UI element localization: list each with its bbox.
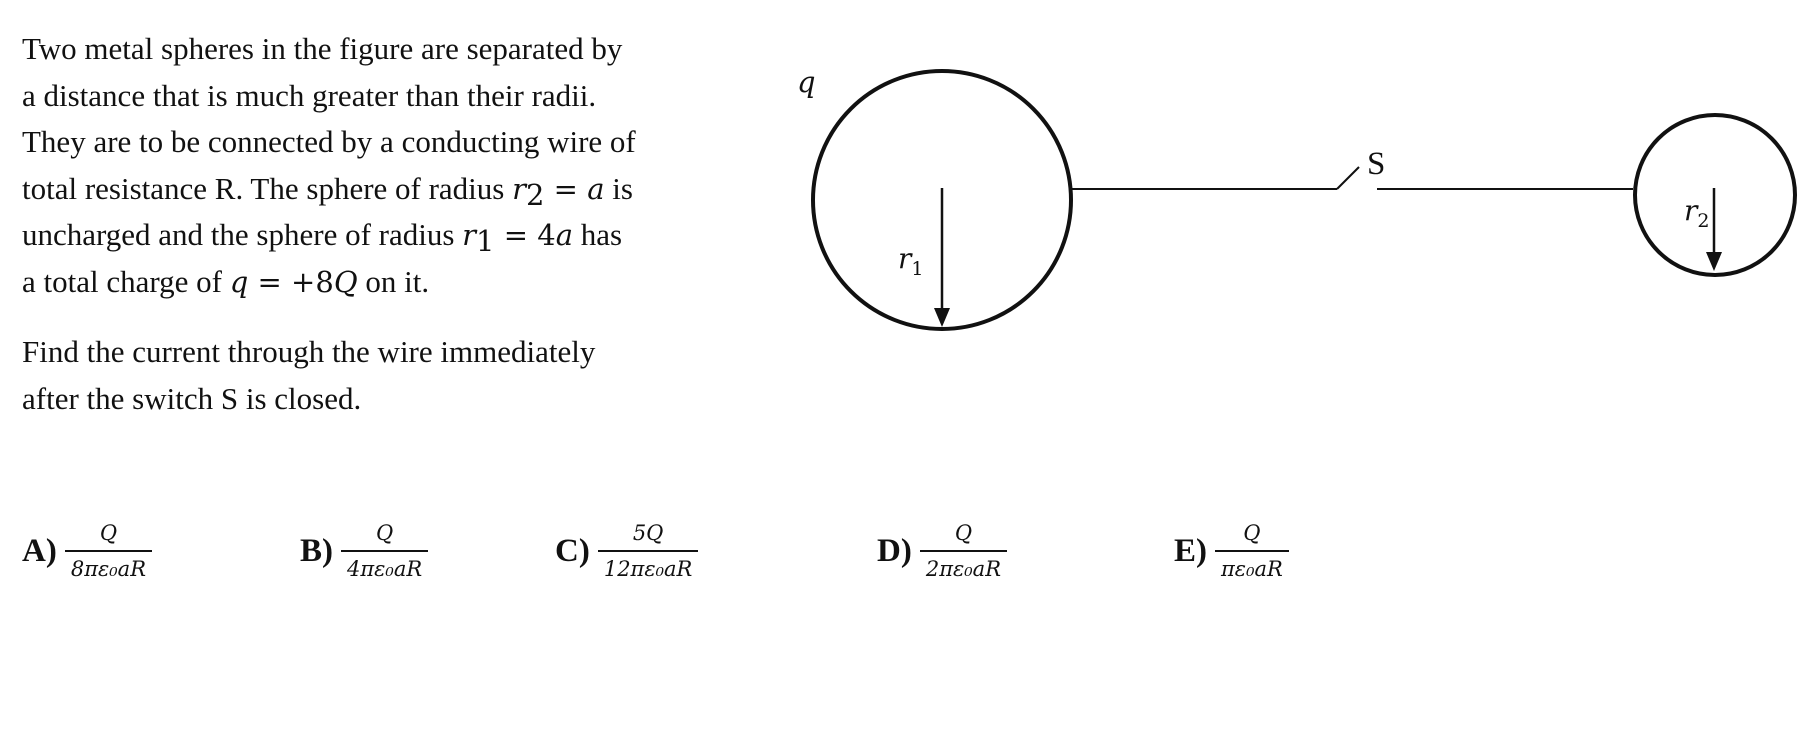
choice-b[interactable]: B) Q 4πε₀aR [300, 520, 429, 582]
r1-arrowhead [934, 308, 950, 327]
choice-label: E) [1174, 532, 1207, 569]
problem-line: a distance that is much greater than the… [22, 77, 597, 113]
spheres-figure: q r1 S r2 [797, 65, 1797, 331]
answer-choices: A) Q 8πε₀aR B) Q 4πε₀aR C) 5Q 12πε₀aR D)… [22, 520, 1622, 610]
choice-fraction: Q 2πε₀aR [919, 520, 1008, 582]
choice-label: C) [555, 532, 590, 569]
math-q-var: q [229, 264, 249, 299]
fraction-numerator: Q [375, 521, 394, 545]
problem-text: is [604, 170, 633, 206]
problem-text: on it. [357, 263, 430, 299]
fraction-numerator: Q [99, 521, 118, 545]
fraction-denominator: πε₀aR [1215, 550, 1289, 582]
question-line: after the switch S is closed. [22, 380, 362, 416]
math-q-value: Q [333, 264, 358, 299]
math-r2-var: r [512, 171, 526, 206]
choice-e[interactable]: E) Q πε₀aR [1174, 520, 1289, 582]
fraction-denominator: 12πε₀aR [597, 550, 699, 582]
choice-label: D) [877, 532, 912, 569]
fraction-denominator: 2πε₀aR [919, 550, 1008, 582]
math-equals: = [544, 171, 588, 206]
math-equals: = 4 [494, 218, 556, 252]
choice-label: B) [300, 532, 333, 569]
math-equals: = +8 [248, 264, 334, 299]
problem-text: total resistance R. The sphere of radius [22, 170, 513, 206]
r1-label: r1 [898, 242, 923, 280]
math-r2-value: a [587, 171, 605, 206]
math-r1-var: r [462, 218, 477, 252]
math-r2-sub: 2 [526, 177, 545, 212]
small-sphere [1633, 113, 1797, 277]
switch-blade [1336, 166, 1360, 190]
problem-line: uncharged and the sphere of radius r1 = … [22, 212, 742, 259]
question-line: Find the current through the wire immedi… [22, 334, 596, 369]
choice-fraction: Q 4πε₀aR [341, 520, 429, 582]
choice-c[interactable]: C) 5Q 12πε₀aR [555, 520, 699, 582]
choice-label: A) [22, 532, 57, 569]
problem-line: total resistance R. The sphere of radius… [22, 166, 742, 213]
problem-line: a total charge of q = +8Q on it. [22, 259, 742, 306]
problem-statement: Two metal spheres in the figure are sepa… [22, 26, 742, 422]
problem-text: has [572, 217, 623, 252]
math-r1-sub: 1 [476, 224, 495, 258]
fraction-numerator: Q [1243, 521, 1261, 545]
choice-a[interactable]: A) Q 8πε₀aR [22, 520, 153, 582]
choice-fraction: Q 8πε₀aR [64, 520, 153, 582]
switch-label: S [1367, 146, 1385, 182]
math-r1-value: a [555, 218, 573, 252]
fraction-denominator: 8πε₀aR [64, 550, 153, 582]
fraction-denominator: 4πε₀aR [341, 550, 429, 582]
large-sphere [811, 69, 1073, 331]
charge-label: q [797, 65, 816, 99]
problem-line: Two metal spheres in the figure are sepa… [22, 31, 623, 66]
r2-arrowhead [1706, 252, 1722, 271]
fraction-numerator: 5Q [632, 521, 664, 545]
problem-text: a total charge of [22, 263, 230, 299]
choice-fraction: Q πε₀aR [1215, 520, 1289, 582]
choice-fraction: 5Q 12πε₀aR [597, 520, 699, 582]
problem-text: uncharged and the sphere of radius [22, 217, 463, 252]
choice-d[interactable]: D) Q 2πε₀aR [877, 520, 1008, 582]
question-paragraph: Find the current through the wire immedi… [22, 329, 722, 422]
r2-label: r2 [1684, 194, 1709, 232]
problem-line: They are to be connected by a conducting… [22, 124, 636, 159]
fraction-numerator: Q [954, 521, 973, 545]
